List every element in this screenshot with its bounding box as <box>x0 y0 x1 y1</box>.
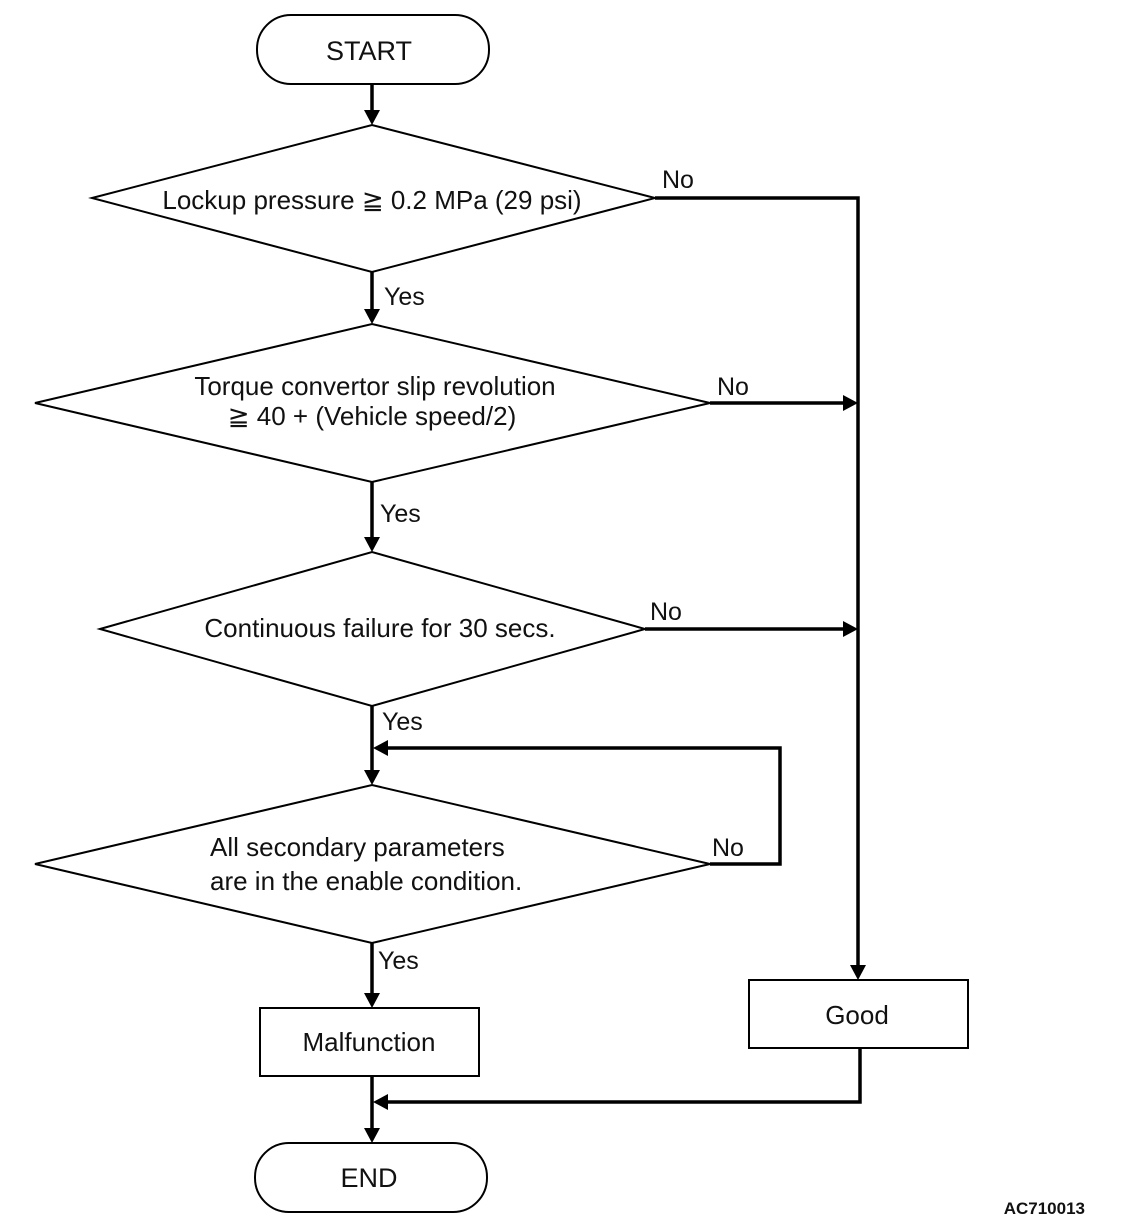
arrowhead-loop <box>373 740 388 756</box>
d1-yes-label: Yes <box>384 283 425 311</box>
arrowhead-end <box>364 1128 380 1143</box>
decision-secondary-parameters <box>34 783 711 945</box>
end-terminal <box>254 1142 488 1213</box>
arrowhead-malfunction <box>364 993 380 1008</box>
arrowhead-d1 <box>364 110 380 125</box>
arrowhead-d3-no <box>843 621 858 637</box>
d1-no-label: No <box>662 166 694 194</box>
d4-no-label: No <box>712 834 744 862</box>
connector-d4-no-loop <box>388 746 782 866</box>
connector-good-return <box>388 1048 862 1104</box>
decision-slip-revolution-line2: ≧ 40 + (Vehicle speed/2) <box>228 401 516 431</box>
decision-secondary-parameters-line1: All secondary parameters <box>210 832 505 862</box>
end-label: END <box>340 1163 397 1193</box>
malfunction-box <box>259 1007 480 1077</box>
arrowhead-d4 <box>364 770 380 785</box>
d4-yes-label: Yes <box>378 947 419 975</box>
arrowhead-good-return <box>373 1094 388 1110</box>
decision-slip-revolution-line1: Torque convertor slip revolution <box>194 371 555 401</box>
decision-lockup-pressure-text: Lockup pressure ≧ 0.2 MPa (29 psi) <box>162 185 581 215</box>
malfunction-label: Malfunction <box>303 1027 436 1057</box>
d2-no-label: No <box>717 373 749 401</box>
decision-continuous-failure-text: Continuous failure for 30 secs. <box>204 613 555 643</box>
arrowhead-d2 <box>364 309 380 324</box>
good-box <box>748 979 969 1049</box>
figure-code: AC710013 <box>1004 1199 1085 1218</box>
decision-secondary-parameters-line2: are in the enable condition. <box>210 866 522 896</box>
d2-yes-label: Yes <box>380 500 421 528</box>
arrowhead-d3 <box>364 537 380 552</box>
d3-no-label: No <box>650 598 682 626</box>
arrowhead-good <box>850 965 866 980</box>
good-label: Good <box>825 1000 889 1030</box>
start-label: START <box>326 36 412 66</box>
d3-yes-label: Yes <box>382 708 423 736</box>
arrowhead-d2-no <box>843 395 858 411</box>
connector-d1-no <box>655 196 860 965</box>
